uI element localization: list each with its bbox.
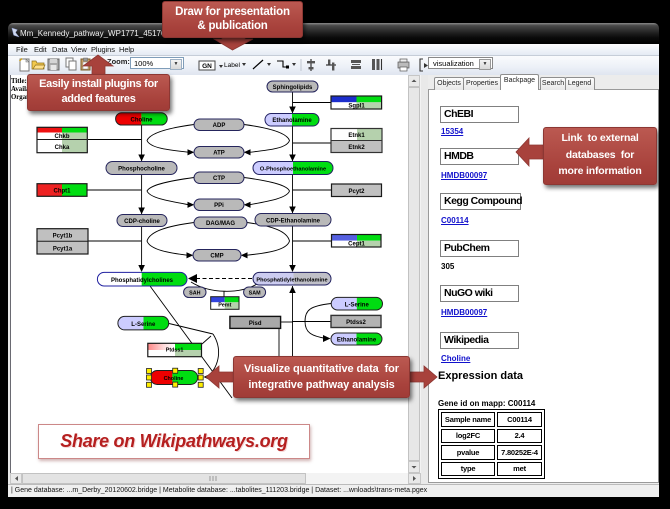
svg-text:Sgpl1: Sgpl1 bbox=[348, 103, 365, 109]
svg-text:Title:: Title: bbox=[11, 78, 27, 85]
svg-text:GN: GN bbox=[202, 63, 212, 70]
svg-text:ADP: ADP bbox=[213, 123, 226, 129]
svg-text:L-Serine: L-Serine bbox=[345, 303, 370, 309]
svg-text:Etnk1: Etnk1 bbox=[348, 133, 365, 139]
svg-text:DAG/MAG: DAG/MAG bbox=[206, 221, 235, 227]
svg-text:Ethanolamine: Ethanolamine bbox=[272, 118, 312, 124]
svg-text:Etnk2: Etnk2 bbox=[348, 145, 365, 151]
svg-text:Availab: Availab bbox=[11, 86, 33, 93]
svg-text:Cept1: Cept1 bbox=[348, 242, 365, 248]
svg-text:ATP: ATP bbox=[213, 151, 225, 157]
svg-text:CMP: CMP bbox=[210, 254, 223, 260]
svg-text:PPi: PPi bbox=[214, 203, 224, 209]
svg-text:Pcyt2: Pcyt2 bbox=[348, 189, 365, 195]
svg-text:SAM: SAM bbox=[249, 291, 261, 297]
svg-text:CDP-Ethanolamine: CDP-Ethanolamine bbox=[266, 219, 321, 225]
svg-text:Ethanolamine: Ethanolamine bbox=[337, 338, 377, 344]
svg-text:CTP: CTP bbox=[213, 176, 225, 182]
svg-text:Organis: Organis bbox=[11, 94, 35, 101]
svg-text:Ptdss2: Ptdss2 bbox=[346, 320, 366, 326]
svg-text:Pisd: Pisd bbox=[249, 321, 262, 327]
svg-text:Pcyt1a: Pcyt1a bbox=[53, 246, 73, 252]
svg-text:SAH: SAH bbox=[189, 291, 200, 297]
svg-text:Chpt1: Chpt1 bbox=[54, 188, 72, 194]
svg-text:Chka: Chka bbox=[55, 145, 70, 151]
svg-text:L-Serine: L-Serine bbox=[131, 322, 156, 328]
svg-text:Choline: Choline bbox=[164, 376, 184, 382]
svg-text:Phosphocholine: Phosphocholine bbox=[118, 167, 165, 173]
svg-text:Phosphatidylcholines: Phosphatidylcholines bbox=[111, 278, 174, 284]
svg-text:Ptdss1: Ptdss1 bbox=[166, 348, 184, 354]
svg-text:Chkb: Chkb bbox=[55, 134, 70, 140]
svg-text:Sphingolipids: Sphingolipids bbox=[273, 85, 313, 91]
svg-text:Pemt: Pemt bbox=[218, 303, 231, 309]
svg-text:Phosphatidylethanolamine: Phosphatidylethanolamine bbox=[256, 277, 327, 283]
svg-text:CDP-choline: CDP-choline bbox=[124, 219, 160, 225]
svg-text:Pcyt1b: Pcyt1b bbox=[53, 234, 73, 240]
svg-text:Label: Label bbox=[224, 62, 240, 69]
svg-text:O-Phosphoethanolamine: O-Phosphoethanolamine bbox=[260, 167, 326, 173]
svg-text:Choline: Choline bbox=[131, 117, 154, 123]
